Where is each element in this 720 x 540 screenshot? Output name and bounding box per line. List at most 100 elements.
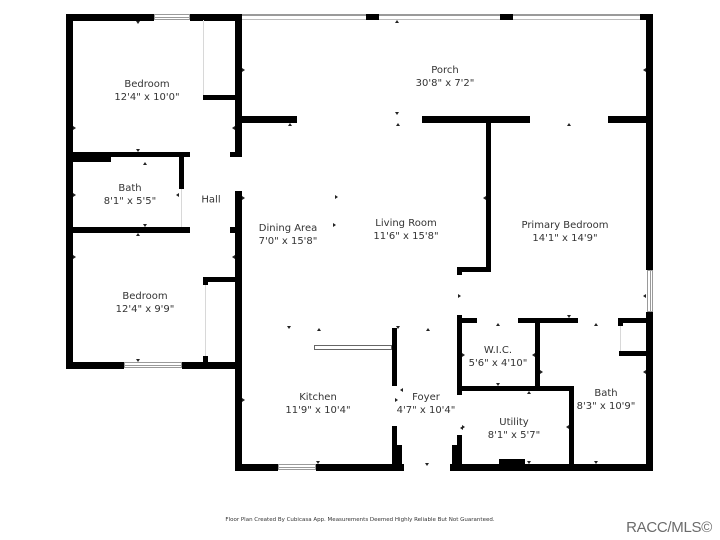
window-bedroom2-bottom bbox=[124, 362, 182, 368]
tick-marker bbox=[333, 223, 336, 227]
wall-bedroom1-bottom-right bbox=[230, 152, 242, 157]
room-wic: W.I.C. 5'6" x 4'10" bbox=[469, 344, 528, 370]
tick-marker bbox=[136, 359, 140, 362]
room-living-room: Living Room 11'6" x 15'8" bbox=[373, 217, 438, 243]
wall-wic-top-a bbox=[457, 318, 477, 323]
wall-bath1-top-thick bbox=[66, 152, 111, 162]
wall-exterior-right-bottom bbox=[646, 312, 653, 471]
tick-marker bbox=[643, 294, 646, 298]
tick-marker bbox=[288, 123, 292, 126]
wall-bedroom1-bottom bbox=[66, 152, 190, 157]
wall-porch-bottom-a bbox=[235, 116, 297, 123]
wall-exterior-right-top bbox=[646, 14, 653, 270]
tick-marker bbox=[232, 255, 235, 259]
closet2-door bbox=[205, 285, 206, 357]
room-bath-2: Bath 8'3" x 10'9" bbox=[577, 387, 636, 413]
tick-marker bbox=[426, 328, 430, 331]
tick-marker bbox=[242, 68, 245, 72]
wall-living-primary bbox=[486, 116, 491, 271]
room-utility: Utility 8'1" x 5'7" bbox=[488, 416, 540, 442]
room-name: Living Room bbox=[375, 218, 437, 229]
tick-marker bbox=[483, 196, 486, 200]
tick-marker bbox=[176, 193, 179, 197]
room-name: Utility bbox=[499, 417, 529, 428]
wall-wic-top-b bbox=[518, 318, 578, 323]
tick-marker bbox=[242, 196, 245, 200]
wall-kitchen-foyer-lower-thick bbox=[392, 445, 402, 471]
wall-closet2-top bbox=[203, 277, 235, 282]
wall-wic-right bbox=[535, 318, 540, 390]
tick-marker bbox=[496, 323, 500, 326]
wall-bottom-bedroom2-a bbox=[66, 362, 124, 369]
wall-top-bedroom1-a bbox=[66, 14, 154, 21]
room-name: Hall bbox=[201, 194, 221, 206]
tick-marker bbox=[395, 20, 399, 23]
wall-bath1-right bbox=[179, 157, 184, 189]
tick-marker bbox=[567, 315, 571, 318]
window-bedroom1-top bbox=[154, 14, 190, 20]
porch-post-2 bbox=[500, 14, 513, 20]
room-dimensions: 8'3" x 10'9" bbox=[576, 401, 636, 412]
tick-marker bbox=[143, 224, 147, 227]
kitchen-counter bbox=[314, 345, 392, 350]
room-name: W.I.C. bbox=[483, 345, 513, 356]
room-bath-1: Bath 8'1" x 5'5" bbox=[104, 182, 156, 208]
room-dimensions: 8'1" x 5'5" bbox=[103, 196, 157, 207]
wall-bottom-utility-bath bbox=[450, 464, 653, 471]
wall-utility-left-thick bbox=[452, 445, 462, 471]
tick-marker bbox=[532, 353, 535, 357]
room-hall: Hall bbox=[201, 194, 220, 207]
bath2-closet-door bbox=[620, 326, 621, 351]
wall-wic-left bbox=[457, 315, 462, 395]
tick-marker bbox=[73, 126, 76, 130]
wall-living-primary-foot-post bbox=[457, 267, 462, 275]
tick-marker bbox=[335, 195, 338, 199]
window-kitchen-bottom bbox=[278, 464, 316, 470]
room-bedroom-2: Bedroom 12'4" x 9'9" bbox=[116, 290, 175, 316]
wall-closet1-post bbox=[203, 14, 208, 20]
tick-marker bbox=[527, 391, 531, 394]
bath1-door bbox=[181, 189, 182, 227]
wall-kitchen-foyer-upper bbox=[392, 328, 397, 386]
room-name: Foyer bbox=[412, 392, 440, 403]
tick-marker bbox=[496, 383, 500, 386]
tick-marker bbox=[242, 398, 245, 402]
room-name: Porch bbox=[431, 65, 459, 76]
room-dimensions: 12'4" x 9'9" bbox=[115, 304, 175, 315]
tick-marker bbox=[458, 294, 461, 298]
tick-marker bbox=[136, 233, 140, 236]
room-primary-bedroom: Primary Bedroom 14'1" x 14'9" bbox=[521, 219, 608, 245]
room-dimensions: 5'6" x 4'10" bbox=[468, 358, 528, 369]
wall-bath2-top-post bbox=[618, 318, 623, 326]
wall-bottom-bedroom2-b bbox=[182, 362, 242, 369]
tick-marker bbox=[643, 68, 646, 72]
room-dining-area: Dining Area 7'0" x 15'8" bbox=[259, 222, 318, 248]
tick-marker bbox=[462, 353, 465, 357]
room-bedroom-1: Bedroom 12'4" x 10'0" bbox=[114, 78, 179, 104]
tick-marker bbox=[425, 463, 429, 466]
tick-marker bbox=[143, 162, 147, 165]
tick-marker bbox=[316, 461, 320, 464]
room-porch: Porch 30'8" x 7'2" bbox=[416, 64, 475, 90]
room-foyer: Foyer 4'7" x 10'4" bbox=[397, 391, 456, 417]
tick-marker bbox=[462, 425, 465, 429]
wall-top-bedroom1-b bbox=[190, 14, 242, 21]
tick-marker bbox=[594, 323, 598, 326]
tick-marker bbox=[73, 193, 76, 197]
tick-marker bbox=[540, 370, 543, 374]
wall-bath1-bottom bbox=[66, 227, 190, 233]
tick-marker bbox=[287, 326, 291, 329]
tick-marker bbox=[460, 426, 463, 430]
utility-appliance bbox=[499, 459, 525, 466]
tick-marker bbox=[400, 388, 403, 392]
tick-marker bbox=[395, 398, 398, 402]
room-dimensions: 14'1" x 14'9" bbox=[532, 233, 598, 244]
tick-marker bbox=[136, 149, 140, 152]
wall-wic-bottom bbox=[457, 386, 573, 391]
tick-marker bbox=[73, 255, 76, 259]
wall-bedroom1-right bbox=[235, 14, 242, 156]
wall-living-primary-foot bbox=[457, 267, 491, 272]
tick-marker bbox=[527, 461, 531, 464]
room-kitchen: Kitchen 11'9" x 10'4" bbox=[285, 391, 350, 417]
tick-marker bbox=[232, 126, 235, 130]
